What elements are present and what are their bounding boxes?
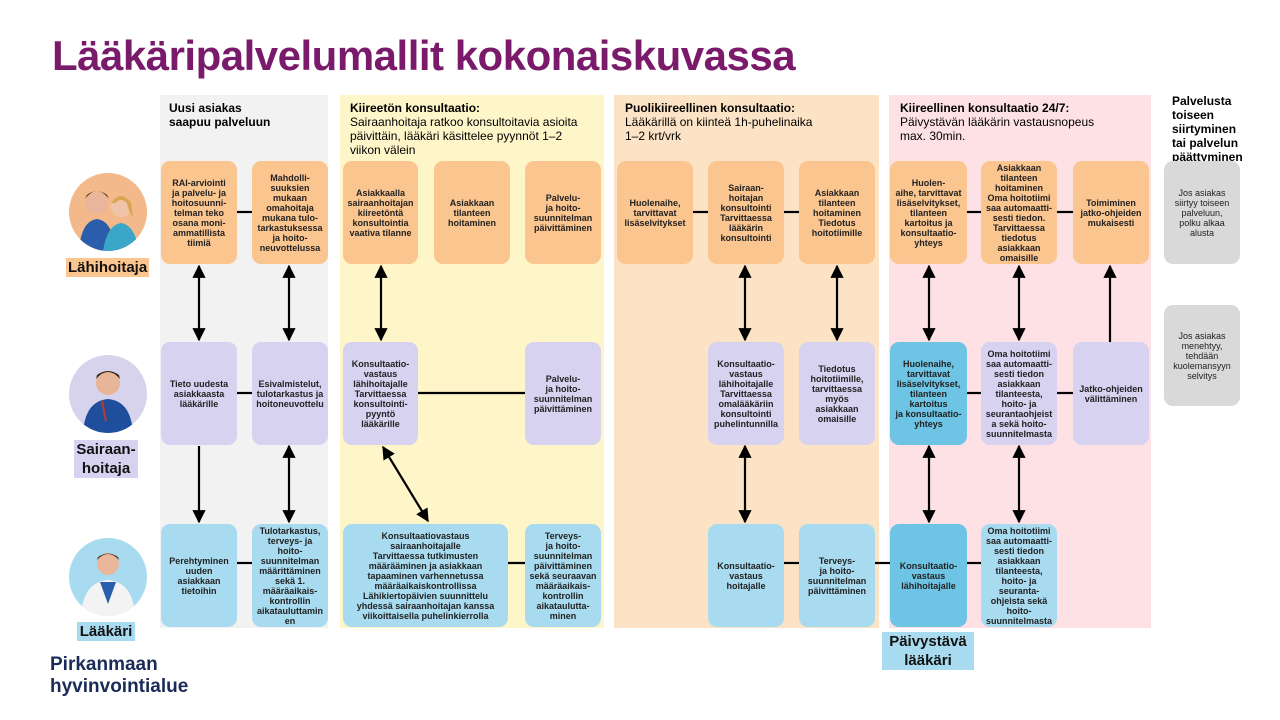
box-kiireeton-paivitys-lh: Palvelu- ja hoito- suunnitelman päivittä… <box>525 161 601 264</box>
box-tulotarkastus: Tulotarkastus, terveys- ja hoito- suunni… <box>252 524 328 627</box>
box-kiireeton-konsultaatiovastaus: Konsultaatio- vastaus lähihoitajalle Tar… <box>343 342 418 445</box>
box-kiire-jatko-ohjeet: Toimiminen jatko-ohjeiden mukaisesti <box>1073 161 1149 264</box>
lane-title: Kiireetön konsultaatio: <box>350 101 481 115</box>
box-perehtyminen: Perehtyminen uuden asiakkaan tietoihin <box>161 524 237 627</box>
lane-title: Palvelusta toiseen siirtyminen tai palve… <box>1172 94 1243 164</box>
box-puoli-tiedotus: Tiedotus hoitotiimille, tarvittaessa myö… <box>799 342 875 445</box>
lane-title: Uusi asiakas saapuu palveluun <box>169 101 271 129</box>
box-puoli-laakari-vastaus: Konsultaatio- vastaus hoitajalle <box>708 524 784 627</box>
box-kiireeton-terveys-paivitys: Terveys- ja hoito- suunnitelman päivittä… <box>525 524 601 627</box>
lane-header-kiireeton: Kiireetön konsultaatio: Sairaanhoitaja r… <box>350 101 600 157</box>
page-title: Lääkäripalvelumallit kokonaiskuvassa <box>52 32 796 79</box>
box-menehtyy: Jos asiakas menehtyy, tehdään kuolemansy… <box>1164 305 1240 406</box>
sairaanhoitaja-photo <box>69 355 147 433</box>
lane-header-puolikiireellinen: Puolikiireellinen konsultaatio: Lääkäril… <box>625 101 875 143</box>
box-omahoitaja-mukana: Mahdolli- suuksien mukaan omahoitaja muk… <box>252 161 328 264</box>
box-kiireeton-hoitaminen: Asiakkaan tilanteen hoitaminen <box>434 161 510 264</box>
box-puoli-hoitaminen: Asiakkaan tilanteen hoitaminen Tiedotus … <box>799 161 875 264</box>
lane-title: Puolikiireellinen konsultaatio: <box>625 101 796 115</box>
laakari-photo <box>69 538 147 616</box>
lahihoitaja-photo <box>69 173 147 251</box>
box-tieto-uudesta: Tieto uudesta asiakkaasta lääkärille <box>161 342 237 445</box>
box-kiire-laakari-vastaus: Konsultaatio- vastaus lähihoitajalle <box>890 524 967 627</box>
box-rai-arviointi: RAI-arviointi ja palvelu- ja hoitosuunni… <box>161 161 237 264</box>
box-kiireeton-paivitys-sh: Palvelu- ja hoito- suunnitelman päivittä… <box>525 342 601 445</box>
box-kiire-huolenaihe-sh: Huolenaihe, tarvittavat lisäselvitykset,… <box>890 342 967 445</box>
box-esivalmistelut: Esivalmistelut, tulotarkastus ja hoitone… <box>252 342 328 445</box>
lane-title: Kiireellinen konsultaatio 24/7: <box>900 101 1070 115</box>
box-puoli-konsultointi: Sairaan- hoitajan konsultointi Tarvittae… <box>708 161 784 264</box>
box-kiire-hoitaminen: Asiakkaan tilanteen hoitaminen Oma hoito… <box>981 161 1057 264</box>
role-label-lahihoitaja: Lähihoitaja <box>66 258 150 277</box>
box-kiireeton-tilanne: Asiakkaalla sairaanhoitajan kiireetöntä … <box>343 161 418 264</box>
box-kiire-huolenaihe-lh: Huolen- aihe, tarvittavat lisäselvitykse… <box>890 161 967 264</box>
role-label-paivystava: Päivystävä lääkäri <box>882 632 974 670</box>
role-label-laakari: Lääkäri <box>77 622 135 641</box>
box-kiire-tieto-sh: Oma hoitotiimi saa automaatti- sesti tie… <box>981 342 1057 445</box>
lane-description: Sairaanhoitaja ratkoo konsultoitavia asi… <box>350 115 578 157</box>
lane-header-kiireellinen: Kiireellinen konsultaatio 24/7: Päivystä… <box>900 101 1150 143</box>
box-puoli-terveys-paivitys: Terveys- ja hoito- suunnitelman päivittä… <box>799 524 875 627</box>
lane-header-uusi: Uusi asiakas saapuu palveluun <box>169 101 324 129</box>
lane-description: Päivystävän lääkärin vastausnopeus max. … <box>900 115 1095 143</box>
lane-description: Lääkärillä on kiinteä 1h-puhelinaika 1–2… <box>625 115 813 143</box>
box-kiire-jatko-valitys: Jatko-ohjeiden välittäminen <box>1073 342 1149 445</box>
box-puoli-konsultaatiovastaus: Konsultaatio- vastaus lähihoitajalle Tar… <box>708 342 784 445</box>
lane-header-siirtyminen: Palvelusta toiseen siirtyminen tai palve… <box>1172 94 1272 164</box>
box-kiire-tieto-l: Oma hoitotiimi saa automaatti- sesti tie… <box>981 524 1057 627</box>
role-label-sairaanhoitaja: Sairaan- hoitaja <box>74 440 138 478</box>
organization-logo: Pirkanmaan hyvinvointialue <box>50 654 189 697</box>
box-kiireeton-laakari-vastaus: Konsultaatiovastaus sairaanhoitajalle Ta… <box>343 524 508 627</box>
box-siirtyy-toiseen: Jos asiakas siirtyy toiseen palveluun, p… <box>1164 161 1240 264</box>
box-puoli-huolenaihe: Huolenaihe, tarvittavat lisäselvitykset <box>617 161 693 264</box>
